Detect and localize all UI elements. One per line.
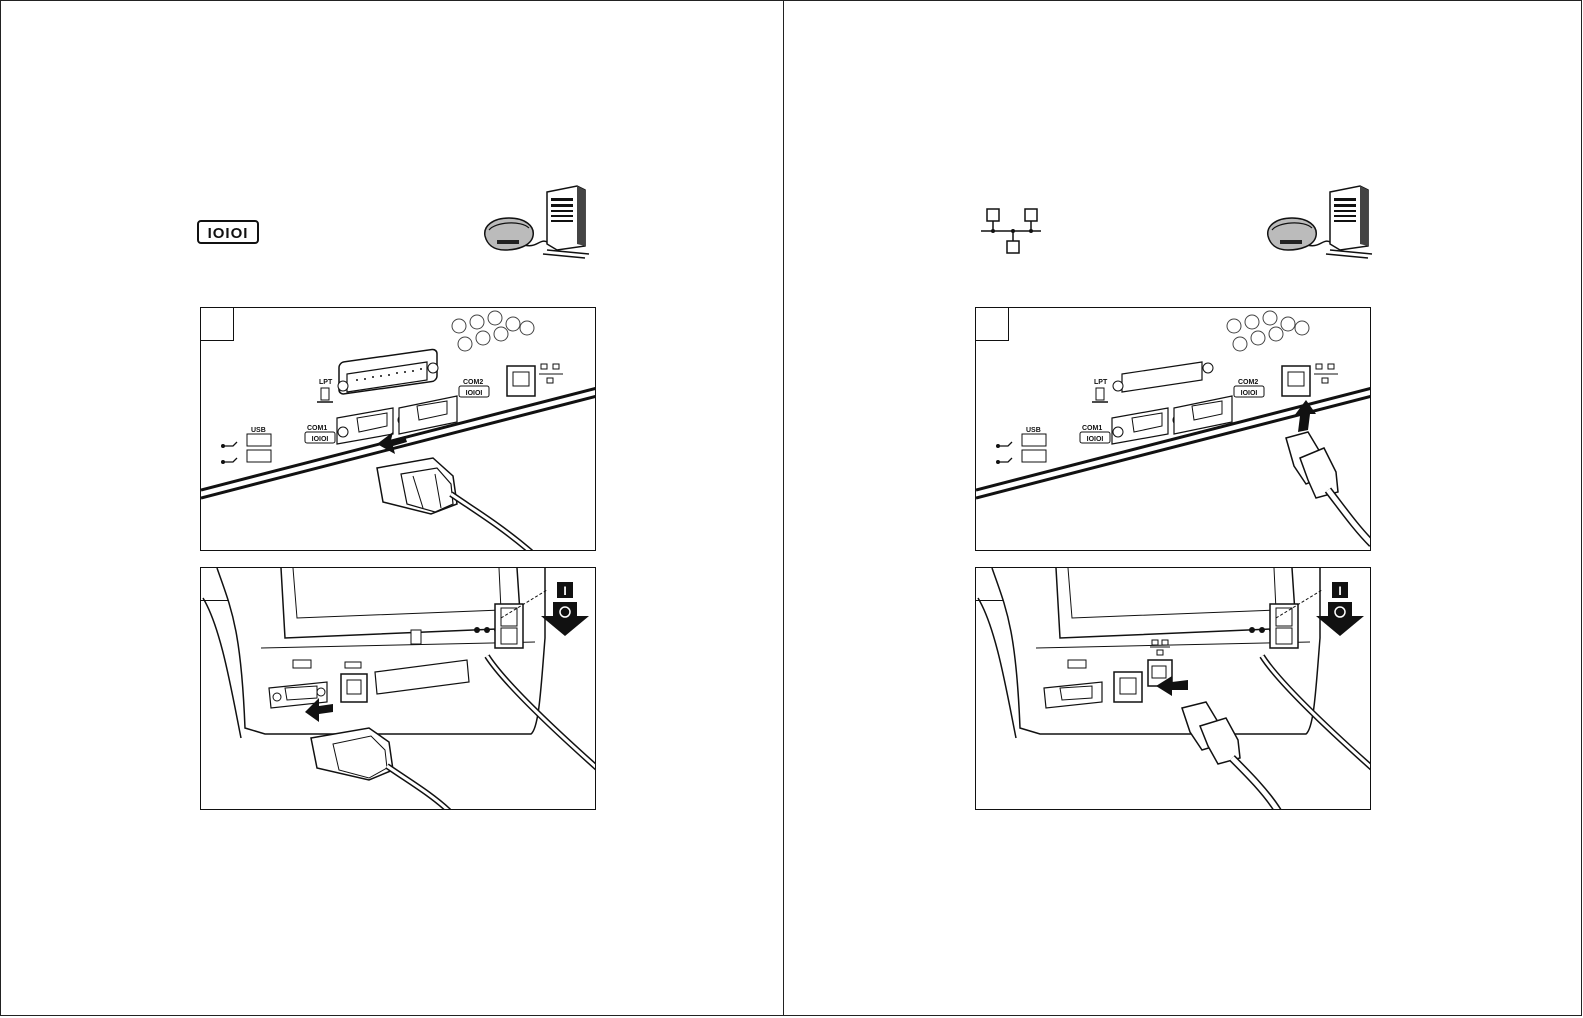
svg-text:COM2: COM2 [463, 379, 483, 386]
svg-text:IOIOI: IOIOI [312, 436, 329, 443]
svg-text:LPT: LPT [319, 379, 333, 386]
pc-ethernet-connection-panel: LPT COM1 IOIOI COM2 IOIOI USB [975, 307, 1371, 551]
svg-text:I: I [563, 584, 566, 598]
svg-text:COM1: COM1 [1082, 425, 1102, 432]
svg-text:I: I [1338, 584, 1341, 598]
step-number-box [976, 308, 1009, 341]
svg-text:IOIOI: IOIOI [1087, 436, 1104, 443]
left-page: IOIOI [0, 0, 784, 1016]
pc-serial-connection-panel: LPT COM1 IOIOI COM2 IOIOI USB [200, 307, 596, 551]
step-number-box [201, 308, 234, 341]
svg-text:IOIOI: IOIOI [1241, 390, 1258, 397]
svg-text:COM1: COM1 [307, 425, 327, 432]
printer-pc-icon [481, 184, 593, 262]
svg-text:USB: USB [1026, 427, 1041, 434]
printer-serial-connection-panel: I [200, 567, 596, 810]
svg-text:IOIOI: IOIOI [208, 225, 249, 242]
svg-text:LPT: LPT [1094, 379, 1108, 386]
serial-interface-icon: IOIOI [197, 220, 259, 244]
right-page: LPT COM1 IOIOI COM2 IOIOI USB [783, 0, 1582, 1016]
printer-pc-icon [1264, 184, 1376, 262]
printer-ethernet-connection-panel: I [975, 567, 1371, 810]
svg-text:COM2: COM2 [1238, 379, 1258, 386]
svg-text:USB: USB [251, 427, 266, 434]
network-interface-icon [979, 207, 1043, 259]
svg-text:IOIOI: IOIOI [466, 390, 483, 397]
